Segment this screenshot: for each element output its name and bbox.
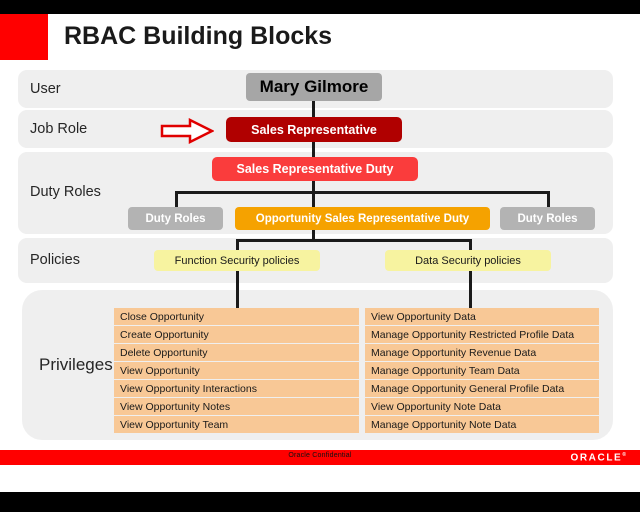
node-job-role[interactable]: Sales Representative <box>226 117 402 142</box>
connector-policy-bus <box>236 239 472 242</box>
node-duty-root[interactable]: Sales Representative Duty <box>212 157 418 181</box>
page-title: RBAC Building Blocks <box>64 22 333 50</box>
connector-user-to-job-role <box>312 100 315 120</box>
privilege-row[interactable]: Manage Opportunity General Profile Data <box>365 380 599 397</box>
privilege-row[interactable]: Close Opportunity <box>114 308 359 325</box>
oracle-logo: ORACLE® <box>570 452 626 464</box>
connector-data-policy-to-privileges <box>469 271 472 308</box>
connector-duty-bus <box>175 191 550 194</box>
connector-policy-right-drop <box>469 239 472 251</box>
connector-job-role-to-duty-root <box>312 141 315 161</box>
node-policy-data-security[interactable]: Data Security policies <box>385 250 551 271</box>
node-policy-function-security[interactable]: Function Security policies <box>154 250 320 271</box>
top-black-bar <box>0 0 640 14</box>
connector-duty-root-stem <box>312 181 315 207</box>
row-label-privileges: Privileges <box>39 355 113 374</box>
connector-function-policy-to-privileges <box>236 271 239 308</box>
privilege-row[interactable]: Manage Opportunity Team Data <box>365 362 599 379</box>
privilege-row[interactable]: View Opportunity Notes <box>114 398 359 415</box>
node-duty-right[interactable]: Duty Roles <box>500 207 595 230</box>
row-label-user: User <box>30 81 61 97</box>
node-duty-left[interactable]: Duty Roles <box>128 207 223 230</box>
connector-duty-right-drop <box>547 191 550 208</box>
row-label-duty-roles: Duty Roles <box>30 184 101 200</box>
brand-red-square <box>0 14 48 60</box>
pointer-arrow-icon <box>160 118 214 144</box>
footer-confidential-text: Oracle Confidential <box>288 452 352 459</box>
oracle-logo-text: ORACLE <box>570 452 623 464</box>
row-label-policies: Policies <box>30 252 80 268</box>
privilege-row[interactable]: View Opportunity Note Data <box>365 398 599 415</box>
connector-duty-center-stem <box>312 230 315 242</box>
connector-duty-left-drop <box>175 191 178 208</box>
privilege-row[interactable]: Manage Opportunity Restricted Profile Da… <box>365 326 599 343</box>
privilege-row[interactable]: Manage Opportunity Note Data <box>365 416 599 433</box>
privilege-row[interactable]: Create Opportunity <box>114 326 359 343</box>
privilege-row[interactable]: Manage Opportunity Revenue Data <box>365 344 599 361</box>
footer-red-bar <box>0 450 640 465</box>
node-user[interactable]: Mary Gilmore <box>246 73 382 101</box>
bottom-black-bar <box>0 492 640 512</box>
privilege-row[interactable]: View Opportunity Data <box>365 308 599 325</box>
row-label-job-role: Job Role <box>30 121 88 137</box>
connector-policy-left-drop <box>236 239 239 251</box>
node-duty-center[interactable]: Opportunity Sales Representative Duty <box>235 207 490 230</box>
privilege-row[interactable]: View Opportunity <box>114 362 359 379</box>
privilege-row[interactable]: View Opportunity Team <box>114 416 359 433</box>
privilege-row[interactable]: Delete Opportunity <box>114 344 359 361</box>
privilege-row[interactable]: View Opportunity Interactions <box>114 380 359 397</box>
